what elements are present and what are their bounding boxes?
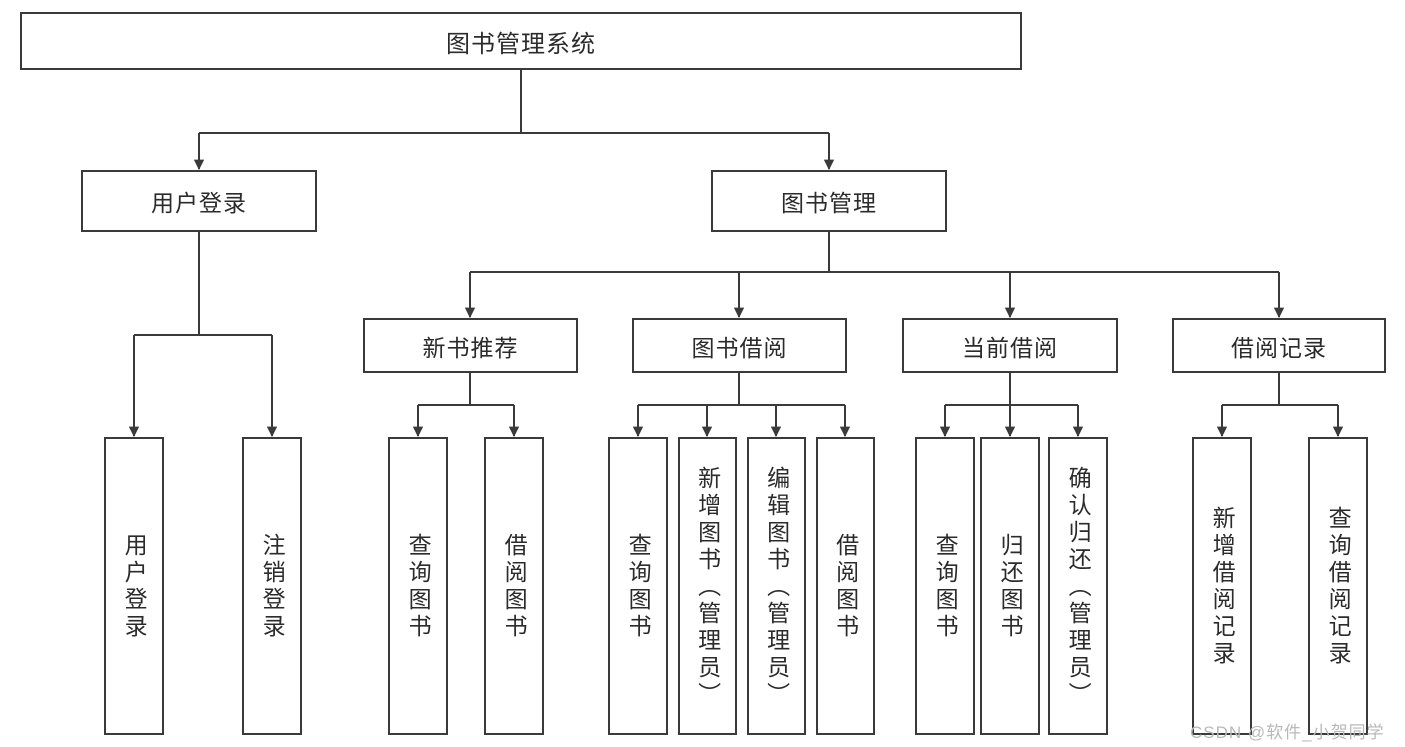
node-label: 编辑图书（管理员） [763,465,790,709]
node-label: 用户登录 [121,533,148,641]
node-root[interactable]: 图书管理系统 [20,12,1022,70]
node-leaf-user-login[interactable]: 用户登录 [104,437,164,735]
node-leaf-logout[interactable]: 注销登录 [242,437,302,735]
node-book-borrow[interactable]: 图书借阅 [632,318,847,373]
node-label: 查询图书 [405,533,432,641]
node-label: 注销登录 [259,533,286,641]
node-leaf-add-record[interactable]: 新增借阅记录 [1192,437,1252,735]
node-leaf-query-book-borrow[interactable]: 查询图书 [608,437,668,735]
node-leaf-confirm-return[interactable]: 确认归还（管理员） [1048,437,1108,735]
node-label: 借阅图书 [501,533,528,641]
node-leaf-borrow-book-rec[interactable]: 借阅图书 [484,437,544,735]
node-label: 查询图书 [625,533,652,641]
node-label: 新增借阅记录 [1209,506,1236,668]
node-label: 新增图书（管理员） [694,465,721,709]
node-leaf-query-record[interactable]: 查询借阅记录 [1308,437,1368,735]
node-leaf-add-book[interactable]: 新增图书（管理员） [678,437,737,735]
node-label: 确认归还（管理员） [1065,465,1092,709]
node-label: 查询借阅记录 [1325,506,1352,668]
node-label: 借阅记录 [1231,334,1327,361]
node-leaf-borrow-book[interactable]: 借阅图书 [816,437,875,735]
node-user-login[interactable]: 用户登录 [81,170,317,232]
node-borrow-record[interactable]: 借阅记录 [1172,318,1386,373]
node-label: 新书推荐 [422,334,519,361]
node-leaf-query-book-current[interactable]: 查询图书 [915,437,975,735]
node-label: 归还图书 [997,533,1024,641]
node-label: 用户登录 [151,190,247,216]
node-leaf-query-book-rec[interactable]: 查询图书 [388,437,448,735]
watermark-text: CSDN @软件_小贺同学 [1190,723,1385,742]
node-book-manage[interactable]: 图书管理 [711,170,947,232]
node-label: 当前借阅 [962,334,1058,361]
node-label: 借阅图书 [832,533,859,641]
node-leaf-return-book[interactable]: 归还图书 [980,437,1040,735]
node-label: 图书管理 [781,190,877,216]
node-label: 查询图书 [932,533,959,641]
node-label: 图书借阅 [691,334,788,361]
node-new-book-recommend[interactable]: 新书推荐 [363,318,578,373]
node-leaf-edit-book[interactable]: 编辑图书（管理员） [747,437,806,735]
node-current-borrow[interactable]: 当前借阅 [902,318,1118,373]
node-label: 图书管理系统 [446,30,596,58]
